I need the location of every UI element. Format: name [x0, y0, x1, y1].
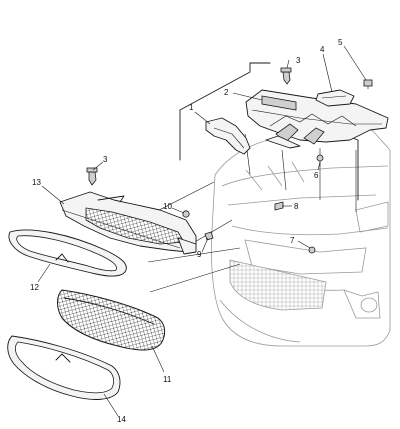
callout-1: 1: [189, 103, 194, 112]
shield-plate: [315, 89, 355, 107]
callout-12: 12: [30, 283, 39, 292]
callout-leaders: [37, 45, 367, 417]
grille-frame: [59, 191, 197, 255]
fastener-9: [204, 231, 214, 241]
chrome-surround: [8, 229, 127, 277]
callout-14: 14: [117, 415, 126, 424]
callout-8: 8: [294, 202, 299, 211]
callout-10: 10: [163, 202, 172, 211]
fastener-3-lower: [86, 167, 98, 186]
latch-bracket: [205, 117, 251, 155]
callout-3-lower: 3: [103, 155, 108, 164]
callout-labels: 1 2 3 4 5 3 6 13 10 8 9 7 12 11 14: [30, 38, 343, 424]
fastener-5: [363, 79, 373, 89]
callout-11: 11: [163, 375, 172, 384]
fastener-3-upper: [280, 67, 292, 85]
callout-4: 4: [320, 45, 325, 54]
callout-6: 6: [314, 171, 319, 180]
callout-5: 5: [338, 38, 343, 47]
callout-3-upper: 3: [296, 56, 301, 65]
callout-7: 7: [290, 236, 295, 245]
fastener-7: [308, 246, 316, 254]
lower-grille: [57, 289, 166, 351]
vehicle-front-outline: [211, 129, 391, 347]
fastener-10: [182, 210, 190, 218]
fastener-6: [316, 154, 324, 166]
callout-13: 13: [32, 178, 41, 187]
callout-2: 2: [224, 88, 229, 97]
callout-9: 9: [197, 250, 202, 259]
fastener-8: [274, 201, 284, 211]
lower-chrome-surround: [7, 335, 121, 400]
